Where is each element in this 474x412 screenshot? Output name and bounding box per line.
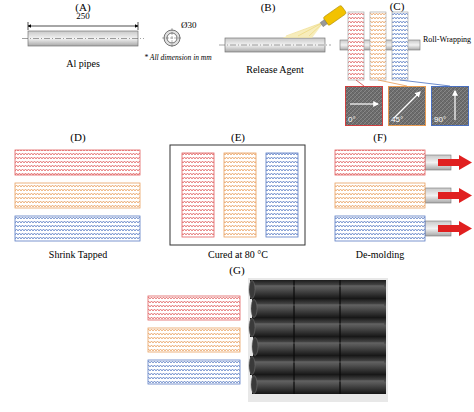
panel-label: (G) xyxy=(229,264,244,276)
note-text: * All dimension in mm xyxy=(144,54,211,62)
panel-label: (F) xyxy=(373,131,386,143)
panel-label: (D) xyxy=(70,131,85,143)
step-label: Release Agent xyxy=(246,64,303,75)
panel-label: (B) xyxy=(261,1,276,13)
photo-tubes xyxy=(248,278,388,402)
step-label: Shrink Tapped xyxy=(49,249,107,260)
panel-label: (C) xyxy=(390,0,405,12)
step-label: De-molding xyxy=(356,249,404,260)
panel-label: (E) xyxy=(231,131,245,143)
step-label: Al pipes xyxy=(66,58,100,69)
step-label: Roll-Wrapping xyxy=(423,36,471,45)
fiber-orientation-inset: 90° xyxy=(431,86,469,126)
fiber-orientation-inset: 45° xyxy=(388,86,426,126)
step-label: Cured at 80 °C xyxy=(208,249,268,260)
angle-label: 0° xyxy=(348,115,356,124)
angle-label: 90° xyxy=(434,115,446,124)
dimension-label: 250 xyxy=(76,12,90,22)
angle-label: 45° xyxy=(391,115,403,124)
dimension-label: Ø30 xyxy=(181,21,197,31)
fiber-orientation-inset: 0° xyxy=(345,86,383,126)
